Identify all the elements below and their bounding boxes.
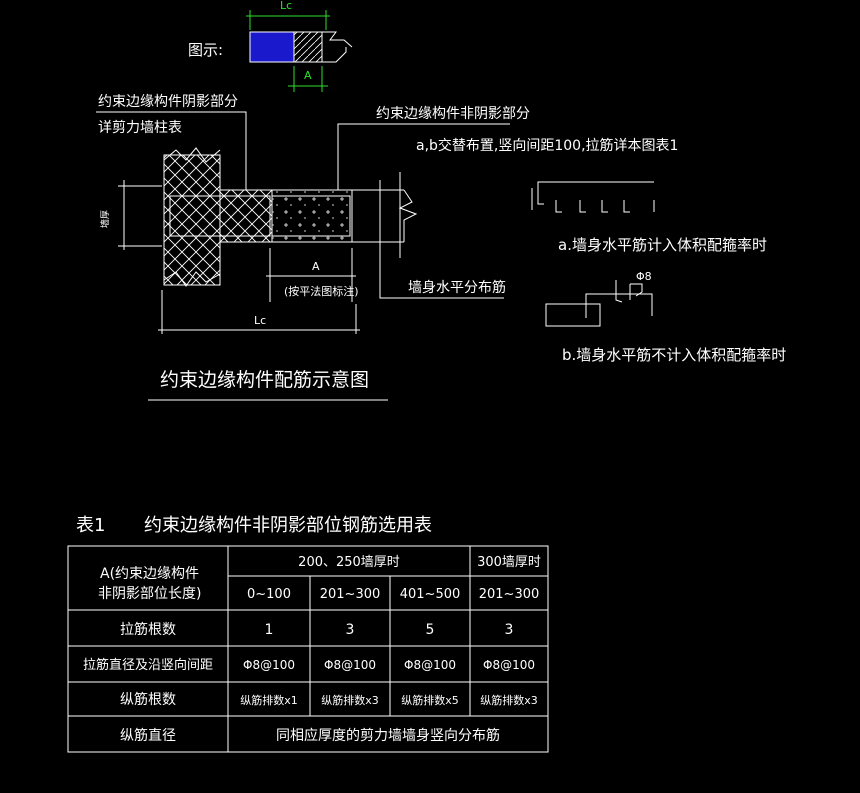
detail-a-label: a.墙身水平筋计入体积配箍率时 xyxy=(558,236,767,254)
shadow-callout-line2: 详剪力墙柱表 xyxy=(98,120,182,136)
group-200-250: 200、250墙厚时 xyxy=(298,555,400,570)
row-label: 纵筋直径 xyxy=(120,727,176,744)
range-cell: 201~300 xyxy=(320,587,381,602)
legend-a-text: A xyxy=(304,69,312,82)
table-cell: Φ8@100 xyxy=(483,658,535,672)
table-cell: 纵筋排数x3 xyxy=(480,693,538,707)
table-header-grid xyxy=(228,546,548,716)
row-label: 拉筋根数 xyxy=(120,621,176,638)
legend-a-dim-line xyxy=(288,66,328,92)
column-hoop xyxy=(169,195,271,237)
detail-a-bar xyxy=(537,181,654,205)
table-cell: 纵筋排数x3 xyxy=(321,693,379,707)
table-cell: 1 xyxy=(265,622,274,638)
row-header-line1: A(约束边缘构件 xyxy=(100,566,199,582)
detail-b-rebar-text: Φ8 xyxy=(636,270,652,283)
detail-a: a.墙身水平筋计入体积配箍率时 xyxy=(531,181,767,254)
detail-b-label: b.墙身水平筋不计入体积配箍率时 xyxy=(562,346,786,364)
table-row-lines xyxy=(68,609,548,717)
shadow-callout-line1: 约束边缘构件阴影部分 xyxy=(98,94,238,110)
range-cell: 0~100 xyxy=(247,587,291,602)
nonshadow-hoop xyxy=(271,195,351,237)
detail-b-ties xyxy=(615,280,643,303)
height-dim-text: 墙厚 xyxy=(99,210,111,228)
shadow-area-hatch xyxy=(219,189,273,243)
nonshadow-leader xyxy=(337,123,510,190)
wall-break-line xyxy=(398,189,418,242)
table-cell: Φ8@100 xyxy=(243,658,295,672)
lc-dim-line xyxy=(158,290,360,334)
a-dim-line xyxy=(266,248,356,302)
wall-bar-lines xyxy=(379,172,401,258)
row-header-line2: 非阴影部位长度) xyxy=(98,586,201,602)
detail-b-hoop-left xyxy=(545,303,601,327)
table-cell: 5 xyxy=(426,622,435,638)
table-cell: 纵筋排数x5 xyxy=(401,693,459,707)
column-section-hatch xyxy=(163,154,221,286)
table-caption-no: 表1 xyxy=(76,515,105,536)
row-label: 拉筋直径及沿竖向间距 xyxy=(83,657,213,673)
bottom-break-line xyxy=(163,271,221,287)
edge-member-diagram: 墙厚 约束边缘构件阴影部分 详剪力墙柱表 约束边缘构件非阴影部分 a,b交替布置… xyxy=(96,94,678,401)
legend-shadow-swatch xyxy=(249,31,295,63)
wall-bar-leader xyxy=(379,250,504,299)
nonshadow-area xyxy=(271,189,353,243)
legend: 图示: Lc A xyxy=(188,0,353,92)
legend-lc-dim-line xyxy=(246,10,330,30)
range-cell: 401~500 xyxy=(400,587,461,602)
legend-lc-text: Lc xyxy=(280,0,292,12)
legend-label: 图示: xyxy=(188,41,223,59)
wall-edge-lines xyxy=(352,189,404,243)
wall-bar-label: 墙身水平分布筋 xyxy=(408,279,506,296)
merged-cell: 同相应厚度的剪力墙墙身竖向分布筋 xyxy=(276,727,500,744)
diagram-title: 约束边缘构件配筋示意图 xyxy=(160,369,369,391)
table-cell: Φ8@100 xyxy=(404,658,456,672)
legend-nonshadow-swatch xyxy=(293,31,323,63)
legend-break-line xyxy=(322,31,353,63)
detail-b-hoop-right xyxy=(585,293,653,318)
ab-note: a,b交替布置,竖向间距100,拉筋详本图表1 xyxy=(416,137,678,154)
group-300: 300墙厚时 xyxy=(477,555,541,570)
table-cell: 纵筋排数x1 xyxy=(240,693,298,707)
a-dim-note: (按平法图标注) xyxy=(284,284,359,298)
detail-b: Φ8 b.墙身水平筋不计入体积配箍率时 xyxy=(545,270,786,364)
height-dim-line xyxy=(118,180,162,250)
table-caption-title: 约束边缘构件非阴影部位钢筋选用表 xyxy=(144,515,432,536)
nonshadow-callout: 约束边缘构件非阴影部分 xyxy=(376,106,530,122)
table-cell: 3 xyxy=(346,622,355,638)
shadow-leader xyxy=(96,111,247,190)
table-cell: 3 xyxy=(505,622,514,638)
rebar-table: 表1 约束边缘构件非阴影部位钢筋选用表 A(约束边缘构件 非阴影部位长度) 20… xyxy=(67,515,549,753)
range-cell: 201~300 xyxy=(479,587,540,602)
table-border xyxy=(67,545,549,753)
detail-a-ties xyxy=(531,188,655,213)
table-cell: Φ8@100 xyxy=(324,658,376,672)
lc-dim-text: Lc xyxy=(254,314,266,327)
a-dim-text: A xyxy=(312,260,320,273)
row-label: 纵筋根数 xyxy=(120,691,176,708)
